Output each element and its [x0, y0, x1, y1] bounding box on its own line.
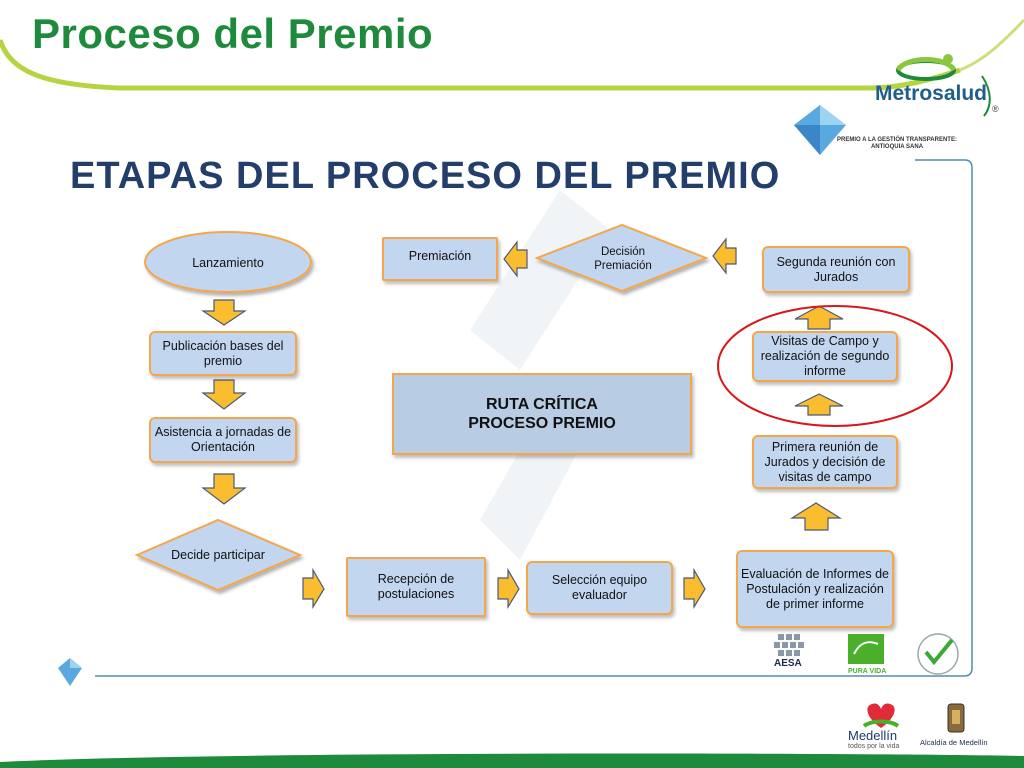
metrosalud-logo-text: Metrosalud: [875, 82, 988, 105]
registered-mark: ®: [992, 104, 999, 114]
pura-vida-logo: PURA VIDA: [846, 632, 892, 676]
slide-title: Proceso del Premio: [32, 10, 434, 57]
footer-band: [0, 753, 1024, 768]
decision-shape: [534, 223, 709, 293]
node-seleccion: Selección equipo evaluador: [526, 561, 673, 615]
arrow-left-2: [503, 240, 528, 278]
medellin-tagline: todos por la vida: [848, 743, 900, 750]
lanzamiento-shape: [144, 231, 312, 293]
pura-vida-text: PURA VIDA: [848, 668, 887, 675]
metrosalud-logo: Metrosalud ®: [862, 46, 1012, 118]
node-decision: Decisión Premiación: [594, 246, 652, 272]
arrow-down-3: [201, 473, 247, 505]
ruta-critica-line1: RUTA CRÍTICA: [486, 395, 598, 413]
program-gem-icon: [794, 105, 846, 155]
ruta-critica-box: RUTA CRÍTICA PROCESO PREMIO: [392, 373, 692, 455]
arrow-right-2: [497, 567, 520, 610]
node-lanzamiento: Lanzamiento: [192, 255, 264, 270]
node-publicacion: Publicación bases del premio: [149, 331, 297, 376]
decide-shape: [134, 518, 303, 592]
node-decide: Decide participar: [171, 547, 265, 562]
node-premiacion: Premiación: [382, 237, 498, 281]
alcaldia-logo: Alcaldía de Medellín: [918, 702, 1018, 750]
highlight-circle: [717, 305, 953, 427]
node-evaluacion: Evaluación de Informes de Postulación y …: [736, 550, 894, 628]
antioquia-educada-logo-icon: [917, 633, 959, 675]
medellin-heart-icon: [862, 703, 900, 728]
slide-frame-line: [95, 159, 973, 677]
arrow-up-3: [794, 305, 844, 330]
node-recepcion: Recepción de postulaciones: [346, 557, 486, 617]
program-label: PREMIO A LA GESTIÓN TRANSPARENTE: ANTIOQ…: [837, 137, 957, 151]
alcaldia-shield-icon: [947, 703, 965, 733]
antioquia-logo: [912, 632, 964, 676]
node-segunda: Segunda reunión con Jurados: [762, 246, 910, 293]
node-asistencia: Asistencia a jornadas de Orientación: [149, 417, 297, 463]
area-metropolitana-logo-icon: [848, 634, 884, 664]
alcaldia-text: Alcaldía de Medellín: [920, 738, 988, 747]
arrow-right-3: [683, 567, 706, 610]
ruta-critica-line2: PROCESO PREMIO: [468, 415, 616, 432]
small-gem-icon: [58, 658, 82, 686]
arrow-left-1: [712, 237, 737, 275]
arrow-up-2: [794, 393, 844, 416]
metrosalud-logo-icon: [895, 54, 991, 117]
arrow-right-1: [302, 567, 325, 610]
node-primera: Primera reunión de Jurados y decisión de…: [752, 435, 898, 489]
node-visitas: Visitas de Campo y realización de segund…: [752, 331, 898, 382]
arrow-up-1: [789, 502, 843, 531]
aesa-logo: AESA: [770, 632, 816, 674]
aesa-logo-text: AESA: [774, 658, 802, 669]
aesa-logo-icon: [774, 634, 804, 656]
arrow-down-2: [201, 379, 247, 410]
medellin-logo: Medellín todos por la vida: [846, 700, 916, 752]
medellin-text: Medellín: [848, 728, 898, 743]
flow-title: ETAPAS DEL PROCESO DEL PREMIO: [70, 155, 781, 197]
arrow-down-1: [201, 299, 247, 326]
